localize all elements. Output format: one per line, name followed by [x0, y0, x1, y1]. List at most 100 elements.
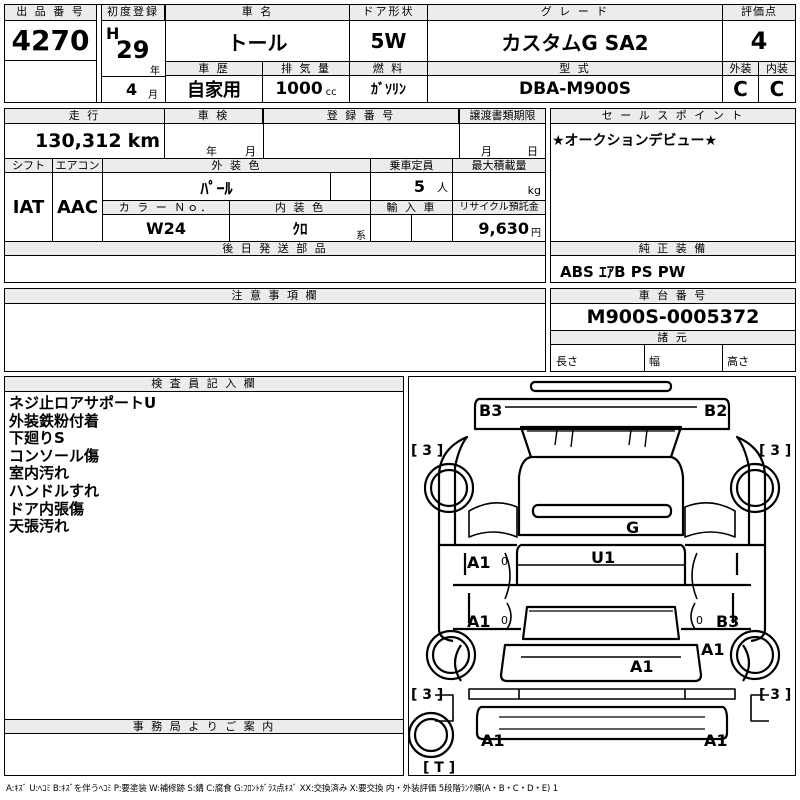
interior-color-unit: 系: [356, 231, 366, 242]
wheel-rear-right: [729, 629, 781, 681]
interior-grade: C: [769, 77, 785, 101]
notes-box: [4, 288, 546, 372]
dim-divider-2: [722, 345, 723, 371]
grade-header: グ レ ー ド: [428, 5, 723, 21]
first-reg-header: 初度登録: [101, 5, 165, 21]
mark-u1: U1: [591, 548, 615, 567]
seats-header: 乗車定員: [371, 159, 453, 173]
import-cell: [371, 215, 453, 241]
inspection-year-unit: 年: [206, 145, 217, 158]
wheel-front-left: [423, 462, 475, 514]
color-no-header: カ ラ ー Ｎｏ．: [103, 201, 230, 215]
mileage: 130,312: [35, 130, 122, 152]
seats: 5: [413, 177, 425, 196]
lot-blank: [5, 61, 97, 102]
shift-header: シフト: [5, 159, 53, 173]
inspection-month-unit: 月: [245, 145, 256, 158]
fuel: ｶﾞｿﾘﾝ: [350, 76, 428, 102]
inspector-line: 室内汚れ: [9, 464, 70, 483]
import-header: 輸 入 車: [371, 201, 453, 215]
mark-g: G: [626, 518, 639, 537]
mid-line-2: [103, 200, 545, 201]
max-load-header: 最大積載量: [453, 159, 545, 173]
mid-line-3: [5, 241, 545, 242]
office-header: 事 務 局 よ り ご 案 内: [5, 720, 403, 734]
displacement-header: 排 気 量: [263, 62, 350, 76]
recycle-cell: 9,630 円: [453, 215, 545, 241]
mark-b2-top: B2: [704, 401, 727, 420]
seats-unit: 人: [437, 180, 448, 194]
transfer-month-unit: 月: [481, 145, 492, 158]
spare-tire-score: [ T ]: [423, 760, 455, 775]
inspection-header: 車 検: [165, 109, 263, 124]
transfer-header: 譲渡書類期限: [460, 109, 545, 124]
chassis-box: [550, 288, 796, 372]
reg-divider-v: [101, 21, 102, 102]
mark-zero-right-1: 0: [696, 614, 703, 627]
transfer-day-unit: 日: [527, 145, 538, 158]
dim-divider-1: [644, 345, 645, 371]
chassis-number: M900S-0005372: [551, 304, 795, 331]
mark-zero-left-1: 0: [501, 555, 508, 568]
car-diagram: B3 B2 G U1 A1 A1 B3 A1 A1 A1 A1 [ 3 ] [ …: [409, 380, 791, 775]
inspector-line: ネジ止ロアサポートU: [9, 394, 157, 412]
sales-point-header: セ ー ル ス ポ イ ン ト: [551, 109, 795, 124]
mark-b3-right: B3: [716, 612, 739, 631]
reg-month-unit: 月: [148, 90, 158, 101]
air-conditioner: AAC: [53, 173, 103, 241]
tire-front-right-score: [ 3 ]: [759, 443, 791, 459]
ac-header: エアコン: [53, 159, 103, 173]
displacement: 1000: [275, 79, 323, 99]
history-header: 車 歴: [166, 62, 263, 76]
dim-length-label: 長さ: [556, 355, 578, 368]
mark-a1-right: A1: [701, 640, 725, 659]
history: 自家用: [166, 76, 263, 102]
model-code: DBA-M900S: [428, 76, 723, 102]
reg-year: 29: [116, 36, 150, 64]
exterior-grade: C: [723, 76, 759, 102]
wheel-rear-left: [425, 629, 477, 681]
office-divider: [5, 719, 403, 720]
dims-header: 諸 元: [551, 331, 795, 345]
mileage-unit: km: [127, 130, 160, 152]
grade: カスタムG SA2: [428, 21, 723, 61]
interior-header: 内装: [759, 62, 795, 76]
mid-line-1: [5, 158, 545, 159]
wheel-spare: [409, 711, 455, 759]
model-header: 型 式: [428, 62, 723, 76]
dim-width-label: 幅: [649, 355, 660, 368]
car-name-header: 車 名: [166, 5, 350, 21]
inspector-line: ハンドルすれ: [9, 481, 100, 500]
notes-header: 注 意 事 項 欄: [5, 289, 545, 304]
dim-height-label: 高さ: [727, 355, 749, 368]
mid-table: [4, 108, 546, 283]
exterior-header: 外装: [723, 62, 759, 76]
inspector-line: コンソール傷: [9, 446, 100, 465]
inspector-line: 外装鉄粉付着: [9, 411, 100, 430]
inspector-line: 下廻りS: [9, 429, 65, 448]
recycle-unit: 円: [531, 227, 541, 239]
displacement-cell: 1000 cc: [263, 76, 350, 102]
car-name: トール: [166, 21, 350, 61]
equipment-text: ABS ｴｱB PS PW: [560, 263, 686, 281]
interior-color: ｸﾛ: [230, 215, 371, 241]
interior-color-header: 内 装 色: [230, 201, 371, 215]
wheel-front-right: [729, 462, 781, 514]
row2-top-line: [166, 61, 796, 62]
reg-era: H: [106, 24, 120, 43]
inspector-box: [4, 376, 404, 776]
top-table: [4, 4, 796, 103]
exterior-color: ﾊﾟｰﾙ: [103, 173, 331, 200]
reg-month: 4: [126, 80, 138, 99]
mark-a1-left-front: A1: [467, 553, 491, 572]
tire-rear-right-score: [ 3 ]: [759, 687, 791, 703]
lot-header: 出 品 番 号: [5, 5, 97, 21]
equipment-header: 純 正 装 備: [551, 242, 795, 256]
seats-cell: 5 人: [371, 173, 453, 200]
mark-a1-bottom-left: A1: [481, 731, 505, 750]
max-load-cell: kg: [453, 173, 545, 200]
tire-rear-left-score: [ 3 ]: [411, 687, 443, 703]
mark-a1-left-rear: A1: [467, 612, 491, 631]
door-type: 5W: [350, 21, 428, 61]
color-number: W24: [103, 215, 230, 241]
